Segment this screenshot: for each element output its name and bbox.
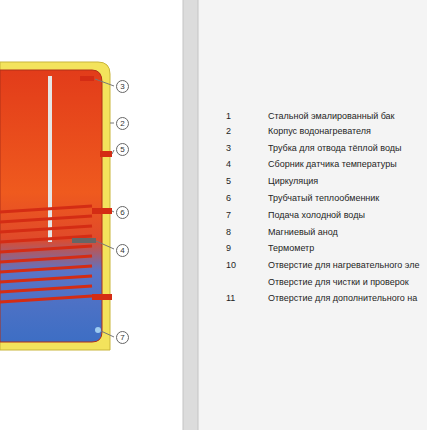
callout-circle: 4 [116, 244, 129, 257]
legend-number: 5 [226, 175, 231, 187]
legend-text: Отверстие для чистки и проверок [268, 276, 409, 288]
callout-circle: 2 [116, 117, 129, 130]
hot-water-pipe [48, 76, 52, 242]
callout-number: 6 [120, 209, 124, 217]
callout-number: 7 [120, 334, 124, 342]
legend-number: 6 [226, 192, 231, 204]
legend-number: 1 [226, 110, 231, 122]
legend-text: Магниевый анод [268, 226, 338, 238]
heater-housing [0, 62, 110, 350]
legend-number: 8 [226, 226, 231, 238]
legend-number: 4 [226, 158, 231, 170]
pipe-stub [92, 208, 112, 214]
callout-number: 5 [120, 146, 124, 154]
legend-text: Подача холодной воды [268, 209, 365, 221]
legend-text: Корпус водонагревателя [268, 125, 371, 137]
legend-text: Отверстие для нагревательного эле [268, 259, 420, 271]
pipe-stub [100, 151, 112, 157]
legend-text: Стальной эмалированный бак [268, 110, 395, 122]
legend-number: 11 [226, 292, 235, 304]
legend-text: Циркуляция [268, 175, 318, 187]
callout-number: 3 [120, 83, 124, 91]
steel-tank [0, 70, 102, 342]
cold-water-inlet [95, 327, 101, 333]
callout-circle: 7 [116, 331, 129, 344]
callout-number: 4 [120, 247, 124, 255]
divider-line [198, 0, 199, 430]
legend-text: Отверстие для дополнительного на [268, 292, 417, 304]
callout-circle: 3 [116, 80, 129, 93]
legend-number: 3 [226, 142, 231, 154]
legend-number: 2 [226, 125, 231, 137]
callout-number: 2 [120, 120, 124, 128]
coil-heat-exchanger [0, 206, 92, 302]
legend-number: 9 [226, 242, 231, 254]
legend-text: Термометр [268, 242, 314, 254]
legend-number: 10 [226, 259, 236, 271]
divider-band [183, 0, 198, 430]
legend-text: Трубчатый теплообменник [268, 192, 379, 204]
callout-circle: 5 [116, 143, 129, 156]
pipe-stub [92, 294, 112, 300]
leader-line [95, 79, 114, 337]
legend-number: 7 [226, 209, 231, 221]
divider-line [183, 0, 184, 430]
pipe-stub [80, 76, 94, 81]
legend-text: Сборник датчика температуры [268, 158, 397, 170]
magnesium-anode [72, 238, 96, 243]
legend-text: Трубка для отвода тёплой воды [268, 142, 401, 154]
legend-panel [198, 0, 427, 430]
callout-circle: 6 [116, 206, 129, 219]
